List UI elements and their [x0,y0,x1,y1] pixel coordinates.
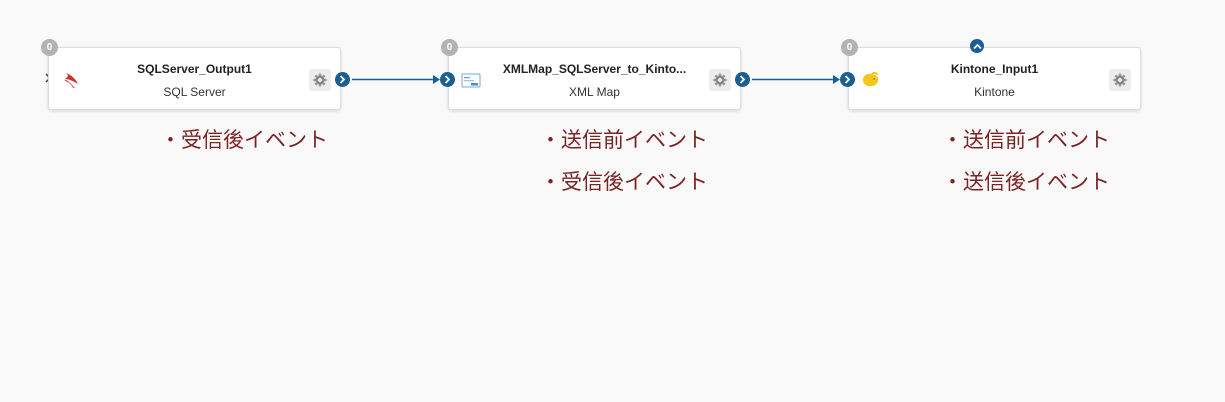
output-port[interactable] [735,72,750,87]
input-port[interactable] [440,72,455,87]
collapse-port[interactable] [970,39,984,53]
node-title: Kintone_Input1 [950,62,1039,76]
error-count-badge: 0 [41,39,58,56]
kintone-icon [863,71,879,87]
connector-node2-to-node3[interactable] [750,72,842,88]
connector-node1-to-node2[interactable] [350,72,442,88]
gear-icon [713,73,727,87]
chevron-up-icon [972,43,982,49]
event-list-node3: ・送信前イベント ・送信後イベント [942,126,1110,210]
xmlmap-icon [461,73,481,88]
chevron-right-icon [444,75,451,84]
event-label: ・送信前イベント [942,128,1110,152]
event-list-node1: ・受信後イベント [160,126,328,168]
component-node-kintone-input[interactable]: Kintone_Input1 Kintone [848,47,1141,110]
node-title: XMLMap_SQLServer_to_Kinto... [502,62,687,76]
event-label: ・送信前イベント [540,128,708,152]
event-label: ・送信後イベント [942,170,1110,194]
event-label: ・受信後イベント [540,170,708,194]
chevron-right-icon [844,75,851,84]
node-subtitle: SQL Server [163,85,226,99]
event-list-node2: ・送信前イベント ・受信後イベント [540,126,708,210]
component-node-xmlmap[interactable]: XMLMap_SQLServer_to_Kinto... XML Map [448,47,741,110]
gear-icon [1113,73,1127,87]
node-subtitle: XML Map [569,85,620,99]
chevron-right-icon [739,75,746,84]
settings-button[interactable] [309,69,331,91]
chevron-right-icon [339,75,346,84]
gear-icon [313,73,327,87]
output-port[interactable] [335,72,350,87]
sqlserver-icon [64,73,78,89]
component-node-sqlserver-output[interactable]: SQLServer_Output1 SQL Server [48,47,341,110]
error-count-badge: 0 [841,39,858,56]
settings-button[interactable] [1109,69,1131,91]
event-label: ・受信後イベント [160,128,328,152]
node-subtitle: Kintone [974,85,1015,99]
settings-button[interactable] [709,69,731,91]
node-title: SQLServer_Output1 [137,62,252,76]
error-count-badge: 0 [441,39,458,56]
input-port[interactable] [840,72,855,87]
